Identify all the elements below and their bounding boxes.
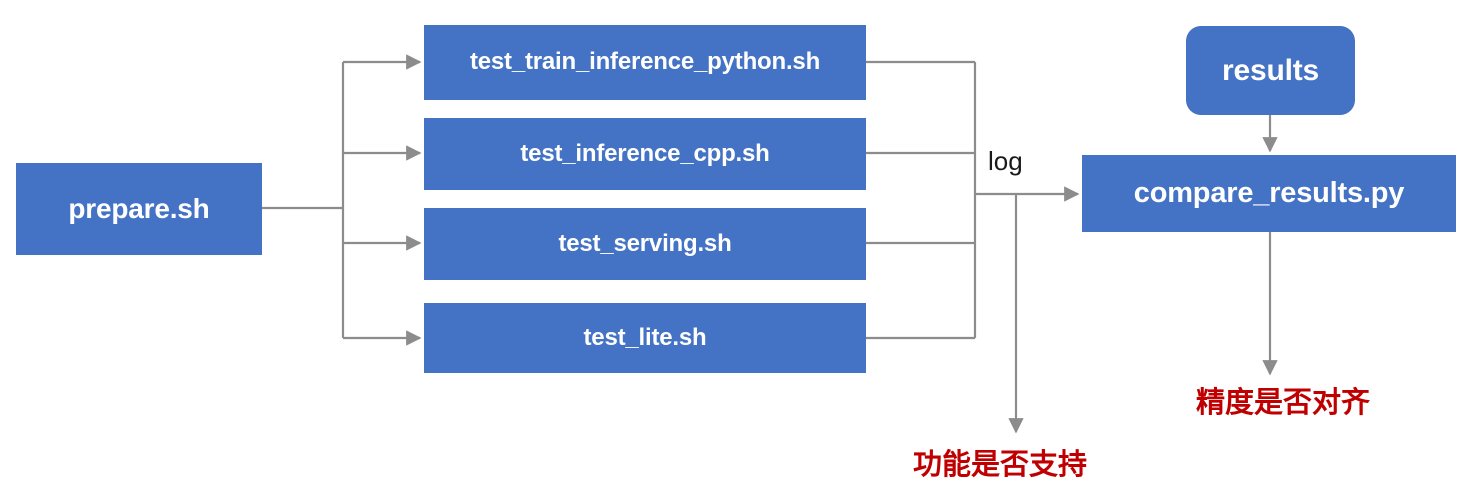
note-function-supported: 功能是否支持 [913,447,1088,481]
node-test-lite-sh[interactable]: test_lite.sh [424,303,866,373]
node-test-inference-cpp-sh[interactable]: test_inference_cpp.sh [424,118,866,190]
edge-label-log: log [988,146,1023,176]
node-compare-results-py[interactable]: compare_results.py [1082,155,1456,232]
node-results[interactable]: results [1186,26,1355,115]
node-test-serving-sh[interactable]: test_serving.sh [424,208,866,280]
note-precision-aligned: 精度是否对齐 [1196,385,1371,419]
node-test-train-inference-python-sh[interactable]: test_train_inference_python.sh [424,25,866,100]
node-prepare-sh[interactable]: prepare.sh [16,163,262,255]
